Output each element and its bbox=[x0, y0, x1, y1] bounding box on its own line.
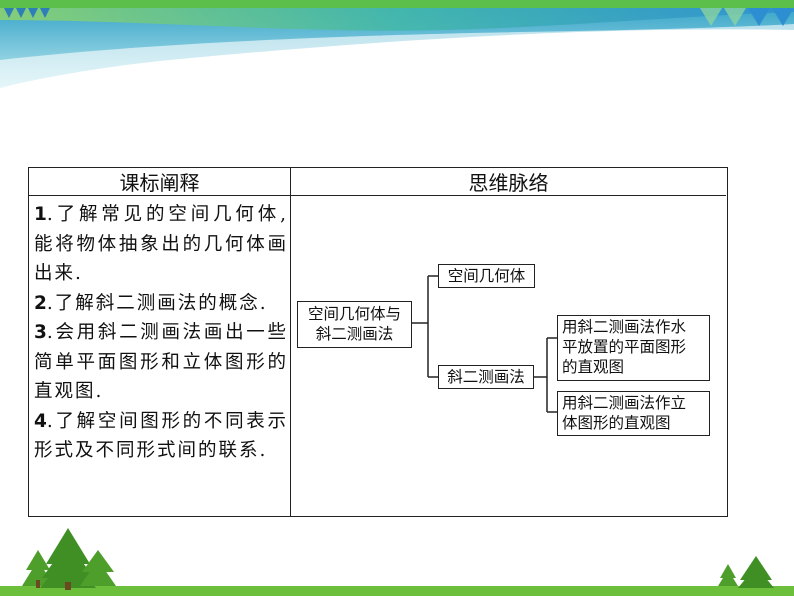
objective-text: .了解斜二测画法的概念. bbox=[46, 292, 268, 314]
mindmap-branch-oblique-method: 斜二测画法 bbox=[438, 365, 534, 389]
leaf1-line3: 的直观图 bbox=[562, 358, 625, 376]
mindmap-branch-spatial-solids: 空间几何体 bbox=[438, 264, 535, 288]
objective-number: 4 bbox=[34, 410, 47, 432]
bottom-decoration bbox=[0, 520, 794, 596]
mindmap-root-node: 空间几何体与 斜二测画法 bbox=[297, 301, 412, 348]
objective-item: 3.会用斜二测画法画出一些简单平面图形和立体图形的直观图. bbox=[34, 318, 288, 407]
leaf1-line2: 平放置的平面图形 bbox=[562, 338, 687, 356]
root-label-line1: 空间几何体与 bbox=[307, 305, 401, 323]
objective-item: 1.了解常见的空间几何体,能将物体抽象出的几何体画出来. bbox=[34, 200, 288, 289]
objective-text: .了解空间图形的不同表示形式及不同形式间的联系. bbox=[34, 410, 288, 462]
top-banner bbox=[0, 0, 794, 90]
leaf2-line2: 体图形的直观图 bbox=[562, 414, 671, 432]
mindmap-leaf-solid-figures: 用斜二测画法作立 体图形的直观图 bbox=[557, 391, 710, 436]
header-curriculum-explanation: 课标阐释 bbox=[29, 168, 291, 196]
header-thinking-outline: 思维脉络 bbox=[291, 168, 726, 196]
leaf2-line1: 用斜二测画法作立 bbox=[562, 394, 687, 412]
root-label-line2: 斜二测画法 bbox=[315, 325, 394, 343]
pine-tree-icon bbox=[80, 550, 116, 586]
column-divider bbox=[290, 196, 291, 516]
objective-number: 2 bbox=[34, 292, 47, 314]
pine-tree-icon bbox=[22, 550, 54, 588]
objective-number: 1 bbox=[34, 204, 47, 225]
objective-text: .会用斜二测画法画出一些简单平面图形和立体图形的直观图. bbox=[34, 322, 288, 402]
pine-tree-icon bbox=[718, 564, 738, 586]
objective-item: 4.了解空间图形的不同表示形式及不同形式间的联系. bbox=[34, 407, 288, 466]
objective-text: .了解常见的空间几何体,能将物体抽象出的几何体画出来. bbox=[34, 204, 288, 284]
pine-tree-icon bbox=[738, 556, 774, 588]
leaf1-line1: 用斜二测画法作水 bbox=[562, 318, 687, 336]
mindmap-leaf-plane-figures: 用斜二测画法作水 平放置的平面图形 的直观图 bbox=[557, 315, 710, 381]
branch-top-label: 空间几何体 bbox=[447, 267, 526, 285]
lesson-table: 课标阐释 思维脉络 1.了解常见的空间几何体,能将物体抽象出的几何体画出来. 2… bbox=[28, 167, 728, 517]
triangle-decor-left-icon bbox=[4, 8, 50, 18]
triangle-decor-right-icon bbox=[700, 8, 794, 26]
objective-number: 3 bbox=[34, 322, 47, 343]
objective-item: 2.了解斜二测画法的概念. bbox=[34, 289, 288, 319]
objectives-list: 1.了解常见的空间几何体,能将物体抽象出的几何体画出来. 2.了解斜二测画法的概… bbox=[34, 200, 288, 466]
branch-bottom-label: 斜二测画法 bbox=[447, 368, 525, 386]
pine-tree-icon bbox=[40, 528, 96, 590]
